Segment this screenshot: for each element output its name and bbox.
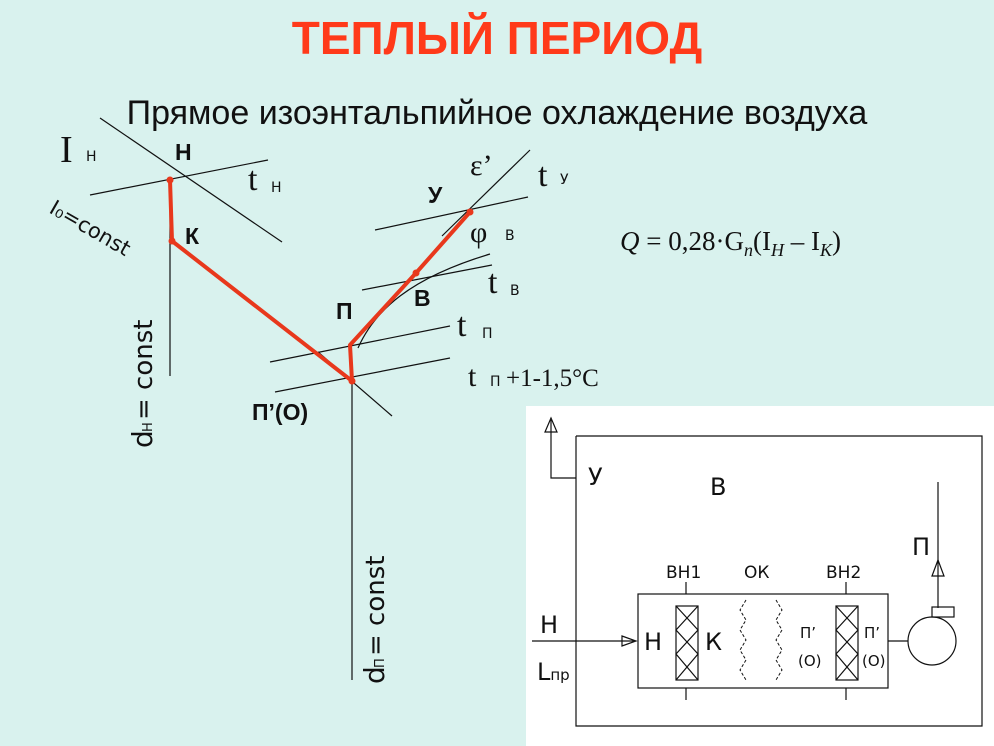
- dH-const-label: d Н = const: [126, 320, 159, 448]
- point-p-label: П: [336, 298, 353, 324]
- epsilon-label: ε’: [470, 149, 493, 182]
- point-b-marker: [412, 269, 420, 277]
- formula-ih-sub: H: [770, 240, 785, 260]
- o-paren-2: (О): [862, 652, 886, 670]
- supply-arrow-icon: [931, 558, 945, 577]
- phi-label: φ: [470, 216, 487, 249]
- tU-label-sub: У: [560, 172, 569, 188]
- point-h-marker: [166, 176, 174, 184]
- schematic-panel: У В П Н Lпр Н ВН1 К ОК П’ (О): [526, 406, 994, 746]
- dP-const-label: d П = const: [358, 556, 391, 684]
- phi-curve: [357, 253, 491, 349]
- point-k-marker: [168, 237, 176, 245]
- dP-main: d: [358, 666, 391, 684]
- isotherm-tU-line: [374, 196, 529, 231]
- cooler-coil-right: [775, 599, 783, 681]
- isotherm-tP-line: [269, 325, 451, 363]
- cooler-coil-left: [739, 599, 747, 681]
- isotherm-tB-line: [361, 264, 493, 291]
- point-u-label: У: [428, 182, 443, 208]
- formula-ik-sub: K: [819, 240, 833, 260]
- epsilon-line: [441, 149, 531, 237]
- formula-lhs: Q: [620, 226, 640, 256]
- Io-const-label: I₀=const: [46, 196, 135, 261]
- tP-label: t: [457, 307, 467, 344]
- p-prime-2: П’: [864, 624, 880, 642]
- outdoor-label: Н: [540, 611, 558, 639]
- exhaust-label: У: [588, 463, 603, 491]
- room-outline: [575, 435, 983, 727]
- phi-label-sub: В: [505, 228, 515, 244]
- point-po-label: П’(О): [252, 399, 308, 425]
- airflow-main: L: [537, 658, 551, 686]
- point-b-label: В: [414, 285, 431, 311]
- airflow-sub: пр: [550, 666, 569, 684]
- tB-label-sub: В: [510, 283, 520, 299]
- exhaust-duct: [550, 420, 576, 479]
- point-po-marker: [348, 377, 356, 385]
- tP-label-sub: П: [482, 326, 493, 342]
- section2-box: [835, 605, 859, 681]
- after-wet-label: К: [705, 628, 722, 656]
- formula-g-sub: n: [744, 240, 753, 260]
- airflow-label: Lпр: [537, 658, 570, 686]
- schematic-background: [526, 406, 994, 746]
- cooling-formula: Q = 0,28·Gn(IH – IK): [620, 226, 841, 260]
- o-paren-1: (О): [798, 652, 822, 670]
- cooler-label: ОК: [744, 563, 769, 583]
- fan-outlet: [931, 606, 955, 618]
- section1-box: [675, 605, 699, 681]
- tH-label: t: [248, 161, 258, 198]
- isotherm-tH-line: [89, 159, 269, 196]
- inlet-node-label: Н: [644, 628, 662, 656]
- formula-open: (I: [753, 226, 771, 256]
- id-diagram: Н К П В У П’(О) I Н t Н t У t В t П t П …: [46, 117, 599, 684]
- room-label: В: [710, 473, 726, 501]
- point-u-marker: [466, 208, 474, 216]
- tPplus-label-sub: П: [490, 374, 501, 390]
- isotherm-tPplus-line: [274, 357, 451, 393]
- dH-main: d: [126, 430, 159, 448]
- dH-sub: Н: [141, 422, 156, 432]
- tH-label-sub: Н: [271, 180, 282, 196]
- enthalpy-label: I: [60, 129, 73, 171]
- formula-minus: – I: [784, 226, 820, 256]
- dP-sub: П: [373, 658, 388, 668]
- tPplus-label: t: [468, 360, 477, 393]
- dP-suffix: = const: [361, 556, 391, 656]
- p-prime-1: П’: [800, 624, 816, 642]
- tPplus-label-suffix: +1-1,5°C: [506, 365, 599, 392]
- inlet-arrow-icon: [621, 635, 638, 647]
- exhaust-arrow-icon: [544, 416, 558, 433]
- point-h-label: Н: [175, 139, 192, 165]
- point-k-label: К: [185, 223, 200, 249]
- dH-suffix: = const: [129, 320, 159, 420]
- enthalpy-label-sub: Н: [86, 149, 97, 165]
- tB-label: t: [488, 264, 498, 301]
- slide-subtitle: Прямое изоэнтальпийное охлаждение воздух…: [127, 94, 868, 132]
- section1-label: ВН1: [666, 563, 701, 583]
- slide-title: ТЕПЛЫЙ ПЕРИОД: [292, 12, 702, 64]
- section2-zigzag-b: [835, 605, 859, 681]
- process-points: [166, 176, 474, 385]
- formula-eq: = 0,28·G: [640, 226, 744, 256]
- section1-zigzag-b: [675, 605, 699, 681]
- formula-close: ): [832, 226, 841, 256]
- tU-label: t: [538, 157, 548, 194]
- supply-label: П: [912, 533, 930, 561]
- section2-label: ВН2: [826, 563, 861, 583]
- process-path: [168, 178, 472, 383]
- formula-text: Q = 0,28·Gn(IH – IK): [620, 226, 841, 260]
- enthalpy-line-h: [99, 117, 283, 243]
